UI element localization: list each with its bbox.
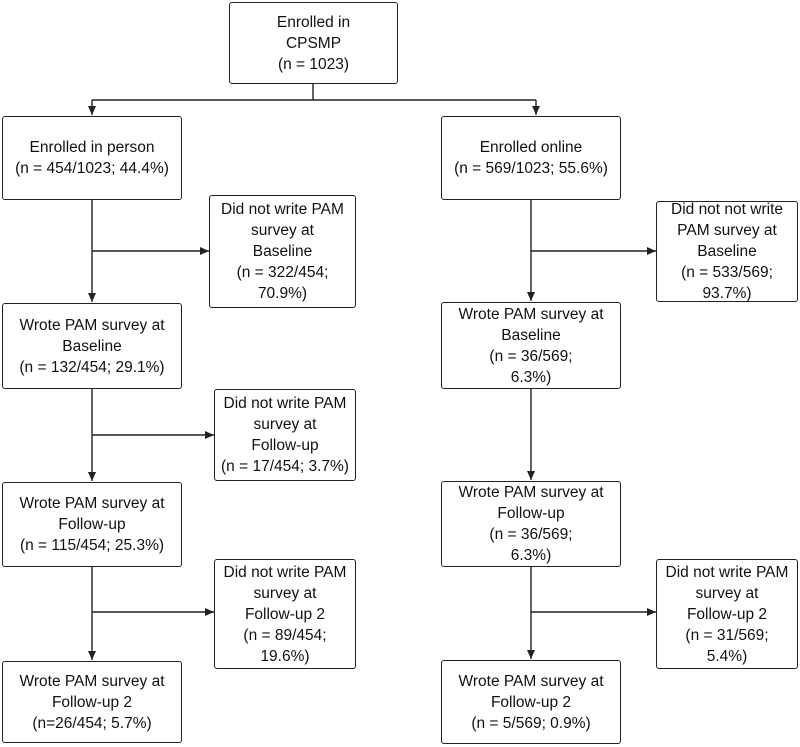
node-ip-did-not-write-followup2: Did not write PAM survey at Follow-up 2 (n … (214, 559, 356, 669)
node-text-line: survey at (253, 416, 317, 433)
node-on-did-not-write-followup2: Did not write PAM survey at Follow-up 2 (n … (656, 559, 798, 669)
node-text-line: Wrote PAM survey at (458, 484, 604, 501)
node-text-line: (n = 31/569; (685, 626, 769, 644)
node-text-line: Baseline (62, 337, 122, 355)
node-text-line: PAM survey at (677, 222, 777, 239)
node-on-wrote-followup2: Wrote PAM survey at Follow-up 2 (n = 5/569… (441, 660, 621, 744)
node-text-line: Follow-up 2 (490, 693, 572, 711)
node-text-line: (n = 454/1023; 44.4%) (15, 160, 169, 177)
node-text-line: (n = 533/569; (681, 264, 773, 281)
node-text-line: Wrote PAM survey at (458, 672, 604, 690)
node-text-line: (n = 1023) (277, 55, 350, 73)
node-text-line: (n = 569/1023; 55.6%) (454, 160, 608, 177)
node-text-line: 6.3%) (510, 547, 552, 564)
node-ip-wrote-followup2: Wrote PAM survey at Follow-up 2 (n=26/454;… (2, 661, 182, 743)
node-text-line: Baseline (501, 326, 561, 344)
node-text-line: Wrote PAM survey at (19, 316, 165, 334)
node-text-line: Did not write PAM (223, 563, 347, 581)
node-text-line: Enrolled online (479, 139, 583, 156)
node-text-line: Follow-up 2 (51, 693, 133, 711)
node-ip-wrote-baseline: Wrote PAM survey at Baseline (n = 132/454;… (2, 303, 182, 389)
node-text-line: Follow-up 2 (244, 605, 326, 623)
node-ip-did-not-write-baseline: Did not write PAM survey at Baseline (n = 3… (209, 195, 356, 308)
node-text-line: Wrote PAM survey at (19, 672, 165, 690)
node-text-line: 19.6%) (260, 647, 310, 665)
node-text-line: (n = 17/454; 3.7%) (221, 458, 349, 475)
node-ip-wrote-followup: Wrote PAM survey at Follow-up (n = 115/454… (2, 482, 182, 567)
node-text-line: (n = 132/454; 29.1%) (19, 358, 165, 376)
node-text-line: Follow-up (251, 437, 319, 454)
node-text-line: Follow-up (58, 516, 126, 533)
node-text-line: (n = 89/454; (243, 626, 327, 644)
node-text-line: Enrolled in person (29, 139, 155, 156)
node-enrolled: Enrolled in CPSMP (n = 1023) (229, 2, 398, 84)
node-enrolled-online: Enrolled online (n = 569/1023; 55.6%) (441, 116, 621, 200)
node-text-line: survey at (253, 584, 317, 602)
node-text-line: Did not not write (671, 201, 783, 218)
node-text-line: (n = 115/454; 25.3%) (19, 537, 165, 554)
node-text-line: (n = 36/569; (489, 347, 573, 365)
node-text-line: Did not write PAM (221, 201, 344, 218)
node-text-line: Baseline (252, 243, 313, 260)
node-text-line: CPSMP (285, 34, 342, 52)
node-text-line: (n = 36/569; (489, 526, 573, 543)
node-text-line: 70.9%) (257, 285, 308, 302)
node-text-line: Wrote PAM survey at (19, 495, 165, 512)
node-text-line: 6.3%) (510, 368, 552, 386)
node-on-wrote-followup: Wrote PAM survey at Follow-up (n = 36/569;… (441, 481, 621, 567)
node-text-line: Follow-up (497, 505, 565, 522)
node-text-line: (n = 322/454; (236, 264, 329, 281)
node-text-line: survey at (695, 584, 759, 602)
node-text-line: (n = 5/569; 0.9%) (471, 714, 591, 732)
node-text-line: 93.7%) (702, 285, 752, 302)
node-text-line: survey at (251, 222, 314, 239)
node-text-line: Did not write PAM (223, 395, 347, 412)
node-text-line: 5.4%) (706, 647, 748, 665)
node-text-line: Enrolled in (276, 13, 351, 31)
node-text-line: (n=26/454; 5.7%) (32, 714, 152, 732)
node-ip-did-not-write-followup: Did not write PAM survey at Follow-up (n = … (214, 389, 356, 481)
node-text-line: Wrote PAM survey at (458, 305, 604, 323)
node-enrolled-in-person: Enrolled in person (n = 454/1023; 44.4%) (2, 116, 182, 200)
node-text-line: Follow-up 2 (686, 605, 768, 623)
node-text-line: Did not write PAM (665, 563, 789, 581)
node-on-wrote-baseline: Wrote PAM survey at Baseline (n = 36/569; 6… (441, 302, 621, 389)
node-text-line: Baseline (697, 243, 757, 260)
